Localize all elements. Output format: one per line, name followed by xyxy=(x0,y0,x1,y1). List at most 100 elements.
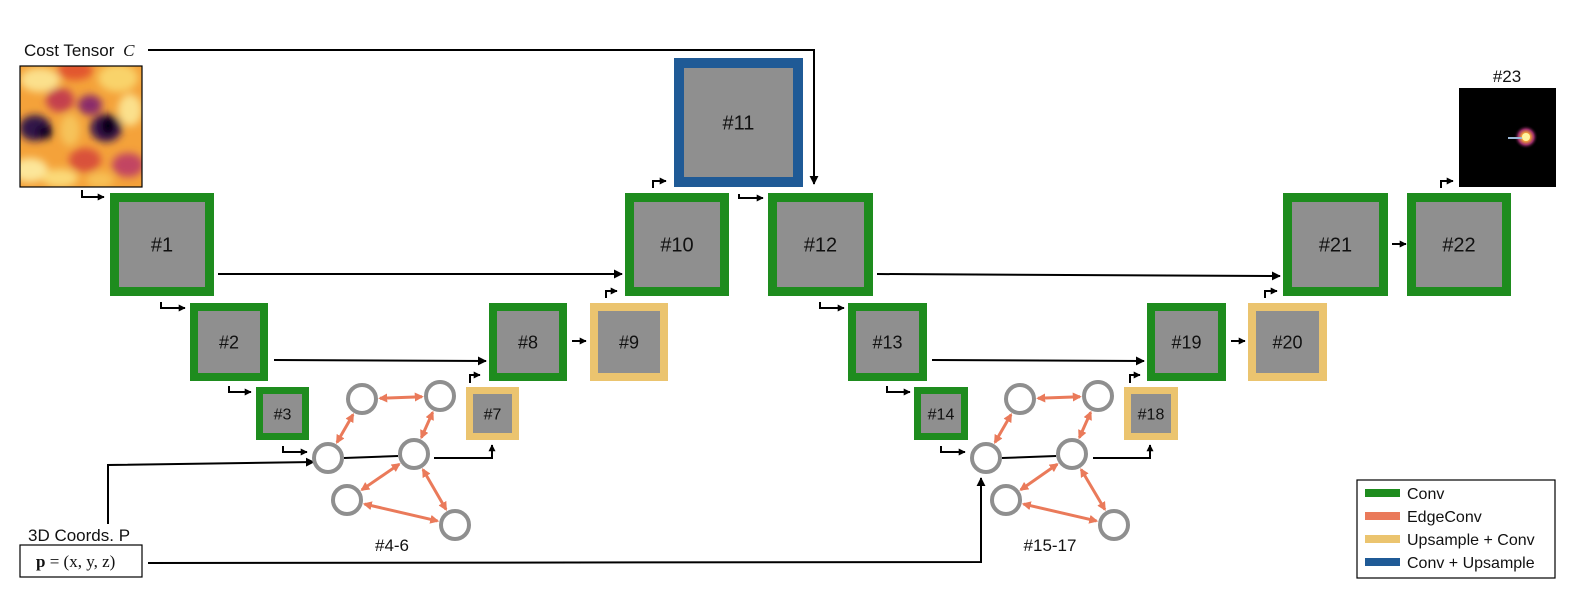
stair-3-g1 xyxy=(282,446,308,456)
graphs-layer xyxy=(312,380,1130,541)
block-7: #7 xyxy=(466,387,519,440)
legend-swatch-conv xyxy=(1365,489,1400,497)
cost-tensor-heatmap xyxy=(20,66,142,187)
legend-swatch-upsample-conv xyxy=(1365,535,1400,543)
legend-label: EdgeConv xyxy=(1407,509,1482,526)
graph-edge xyxy=(335,413,355,444)
block-label: #10 xyxy=(660,235,693,257)
block-22: #22 xyxy=(1407,193,1511,296)
stair-9-10 xyxy=(605,287,618,298)
blocks-layer: #1#2#3#7#8#9#10#11#12#13#14#18#19#20#21#… xyxy=(110,58,1511,440)
coords-formula: p = (x, y, z) xyxy=(36,552,115,571)
stair-14-g2 xyxy=(940,446,966,456)
block-frame xyxy=(1283,193,1388,296)
graph-node xyxy=(424,380,456,412)
block-frame xyxy=(768,193,873,296)
block-frame xyxy=(1147,303,1226,381)
block-18: #18 xyxy=(1124,387,1178,440)
block-label: #18 xyxy=(1138,406,1165,423)
graph-flow-line xyxy=(1001,455,1057,459)
graph-node xyxy=(1082,380,1114,412)
block-frame xyxy=(625,193,729,296)
stair-7-8 xyxy=(469,371,481,383)
graph-edge xyxy=(362,501,440,524)
block-label: #20 xyxy=(1272,332,1302,352)
block-14: #14 xyxy=(914,387,968,440)
stair-13-14 xyxy=(886,386,911,396)
block-frame xyxy=(674,58,803,187)
coords-arrow-1 xyxy=(107,457,315,524)
cost-tensor-input: Cost Tensor C xyxy=(19,41,143,188)
graph-edge xyxy=(360,462,401,492)
graph-node xyxy=(439,509,471,541)
block-21: #21 xyxy=(1283,193,1388,296)
stair-20-21 xyxy=(1264,287,1278,298)
output-heatmap: #23 xyxy=(1459,67,1556,187)
block-label: #3 xyxy=(274,406,292,423)
legend-label: Upsample + Conv xyxy=(1407,532,1535,549)
block-label: #22 xyxy=(1442,235,1475,257)
stair-22-23 xyxy=(1440,177,1454,188)
graph-edge xyxy=(1021,501,1099,524)
block-label: #14 xyxy=(928,406,955,423)
block-1: #1 xyxy=(110,193,214,296)
block-19: #19 xyxy=(1147,303,1226,381)
cost-tensor-label: Cost Tensor C xyxy=(24,41,135,60)
coords-label: 3D Coords. P xyxy=(28,526,130,545)
graph-node xyxy=(1098,509,1130,541)
block-frame xyxy=(1248,303,1327,381)
graph-flow-line xyxy=(343,455,399,459)
block-frame xyxy=(848,303,927,381)
coords-arrow-2 xyxy=(147,477,986,564)
block-frame xyxy=(256,387,309,440)
graph-node xyxy=(312,442,344,474)
graph-edge xyxy=(993,413,1013,444)
stair-12-13 xyxy=(819,302,845,312)
block-label: #12 xyxy=(804,235,837,257)
stair-18-19 xyxy=(1129,371,1141,383)
block-20: #20 xyxy=(1248,303,1327,381)
skip-12-21 xyxy=(876,271,1281,281)
coords-box xyxy=(19,544,143,578)
skip-13-19 xyxy=(931,356,1145,366)
block-label: #8 xyxy=(518,332,538,352)
stair-2-3 xyxy=(228,386,252,396)
graph-edge xyxy=(1036,392,1082,403)
edgeconv-graph-2 xyxy=(970,380,1130,541)
block-frame xyxy=(590,303,668,381)
block-frame xyxy=(110,193,214,296)
graph-node xyxy=(398,438,430,470)
legend-swatch-conv-upsample xyxy=(1365,558,1400,566)
output-label: #23 xyxy=(1493,67,1521,86)
skip-2-8 xyxy=(273,356,487,366)
block-label: #9 xyxy=(619,332,639,352)
block-frame xyxy=(489,303,567,381)
graph-node xyxy=(346,383,378,415)
graph1-to-7 xyxy=(434,444,496,459)
graph-edge xyxy=(421,468,448,511)
block-label: #7 xyxy=(484,406,502,423)
graph-edge xyxy=(1019,463,1059,491)
block-label: #21 xyxy=(1319,235,1352,257)
graph-edge xyxy=(1077,410,1093,440)
block-label: #13 xyxy=(872,332,902,352)
graph-node xyxy=(990,484,1022,516)
block-label: #19 xyxy=(1171,332,1201,352)
block-11: #11 xyxy=(674,58,803,187)
stair-10-11 xyxy=(652,177,667,188)
block-3: #3 xyxy=(256,387,309,440)
block-13: #13 xyxy=(848,303,927,381)
stair-in-1 xyxy=(81,190,105,201)
block-12: #12 xyxy=(768,193,873,296)
stair-1-2 xyxy=(160,302,186,312)
graph-node xyxy=(331,484,363,516)
block-8: #8 xyxy=(489,303,567,381)
block-9: #9 xyxy=(590,303,668,381)
coords-input: 3D Coords. P p = (x, y, z) xyxy=(19,526,143,578)
legend-label: Conv xyxy=(1407,486,1444,503)
block-10: #10 xyxy=(625,193,729,296)
stair-11-12 xyxy=(738,194,764,202)
